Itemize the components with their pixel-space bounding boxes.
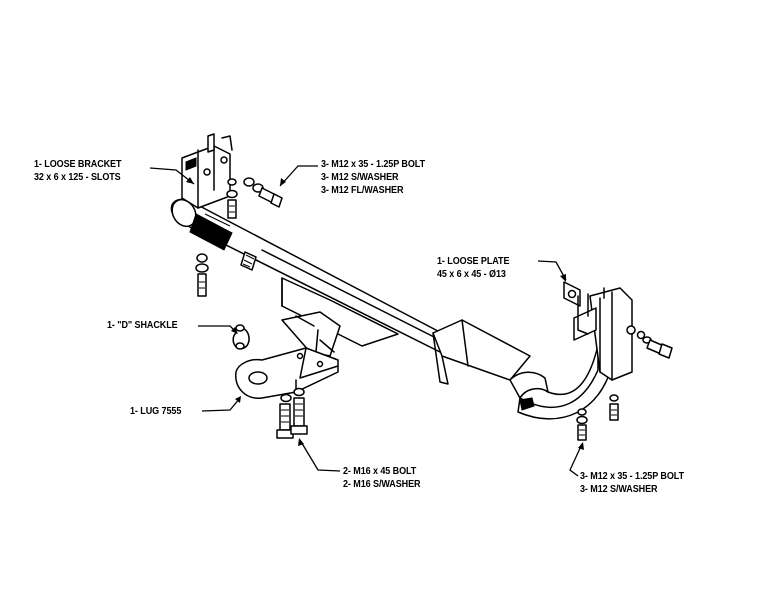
d-shackle — [232, 324, 250, 350]
loose-plate — [563, 281, 589, 335]
leader-lines — [149, 165, 584, 477]
top-bolts-line3: 3- M12 FL/WASHER — [321, 184, 404, 196]
left-loose-bracket — [181, 133, 233, 209]
left-bolt-stack — [195, 177, 283, 297]
label-m16-bolts: 2- M16 x 45 BOLT 2- M16 S/WASHER — [343, 465, 421, 491]
label-right-bolts: 3- M12 x 35 - 1.25P BOLT 3- M12 S/WASHER — [580, 470, 684, 496]
loose-plate-line1: 1- LOOSE PLATE — [437, 255, 510, 267]
right-bolt-stack — [576, 330, 673, 441]
label-d-shackle: 1- "D" SHACKLE — [107, 319, 178, 332]
top-bolts-line2: 3- M12 S/WASHER — [321, 171, 399, 183]
lug-line1: 1- LUG 7555 — [130, 405, 182, 417]
loose-plate-line2: 45 x 6 x 45 - Ø13 — [437, 268, 506, 280]
label-loose-plate: 1- LOOSE PLATE 45 x 6 x 45 - Ø13 — [437, 255, 509, 281]
label-top-bolts: 3- M12 x 35 - 1.25P BOLT 3- M12 S/WASHER… — [321, 158, 425, 197]
d-shackle-line1: 1- "D" SHACKLE — [107, 319, 178, 331]
m16-bolts — [276, 387, 308, 439]
right-bracket — [573, 287, 636, 381]
tow-lug — [235, 347, 339, 399]
loose-bracket-line1: 1- LOOSE BRACKET — [34, 158, 122, 170]
m16-bolts-line2: 2- M16 S/WASHER — [343, 478, 421, 490]
right-bolts-line2: 3- M12 S/WASHER — [580, 483, 658, 495]
right-bolts-line1: 3- M12 x 35 - 1.25P BOLT — [580, 470, 685, 482]
label-loose-bracket: 1- LOOSE BRACKET 32 x 6 x 125 - SLOTS — [34, 158, 122, 184]
m16-bolts-line1: 2- M16 x 45 BOLT — [343, 465, 417, 477]
cross-tube — [170, 198, 456, 357]
label-lug: 1- LUG 7555 — [130, 405, 181, 418]
top-bolts-line1: 3- M12 x 35 - 1.25P BOLT — [321, 158, 426, 170]
centre-mount — [281, 277, 399, 357]
loose-bracket-line2: 32 x 6 x 125 - SLOTS — [34, 171, 121, 183]
